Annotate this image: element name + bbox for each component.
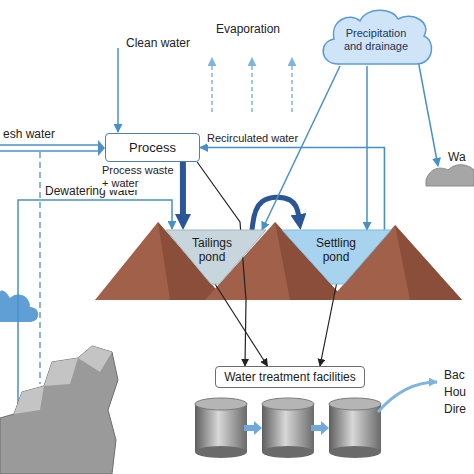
discharge-label: Hou <box>444 385 466 399</box>
cloud-outline <box>323 10 431 64</box>
treatment-tank <box>195 398 247 458</box>
node-text: Water treatment facilities <box>224 370 356 384</box>
tailings-to-treatment-line <box>215 284 268 366</box>
node-text: Process <box>129 140 176 155</box>
pond-water <box>282 230 391 284</box>
node-text: Precipitation and drainage <box>340 27 412 53</box>
process-box: Process <box>105 133 200 162</box>
node-text: Tailings pond <box>187 236 237 264</box>
settling-pond: Settling pond <box>282 230 391 284</box>
discharge-label: Dire <box>444 402 466 416</box>
edge-label: Process waste + water <box>102 164 178 190</box>
precipitation-line <box>366 66 368 230</box>
mound-shade <box>395 225 462 300</box>
drainage-line <box>418 60 438 166</box>
groundwater-dashed-line <box>39 152 40 384</box>
fresh-water-line <box>0 150 99 152</box>
pond-water <box>166 230 266 284</box>
tank-flow-arrow <box>311 421 329 435</box>
precipitation-line <box>262 66 340 230</box>
tailings-pond: Tailings pond <box>166 230 266 284</box>
discharge-label: Bac <box>444 368 465 382</box>
clean-water-arrow <box>117 48 119 132</box>
evaporation-arrow <box>291 58 293 112</box>
edge-label: Recirculated water <box>207 132 298 145</box>
waste-rock-label: Wa <box>448 150 466 164</box>
treatment-tank <box>262 398 314 458</box>
precipitation-cloud: Precipitation and drainage <box>316 4 436 66</box>
settling-to-treatment-line <box>320 284 337 366</box>
rain-cloud <box>0 290 38 322</box>
treatment-tank <box>329 398 381 458</box>
rock-facet <box>14 346 112 414</box>
fresh-water-line <box>0 144 99 146</box>
fresh-water-arrowhead <box>98 140 105 156</box>
waste-rock-heap <box>426 165 474 186</box>
evaporation-arrow <box>211 58 213 112</box>
node-text: Settling pond <box>311 236 361 264</box>
evaporation-label: Evaporation <box>216 22 280 36</box>
recirculated-water-line <box>200 148 384 231</box>
evaporation-arrow <box>251 58 253 112</box>
clean-water-label: Clean water <box>126 36 190 50</box>
discharge-arrow <box>378 382 437 412</box>
water-treatment-box: Water treatment facilities <box>215 366 365 388</box>
fresh-water-label: esh water <box>3 127 55 141</box>
process-waste-arrow <box>180 162 186 220</box>
open-pit-rock <box>0 346 118 474</box>
tank-flow-arrow <box>244 421 262 435</box>
